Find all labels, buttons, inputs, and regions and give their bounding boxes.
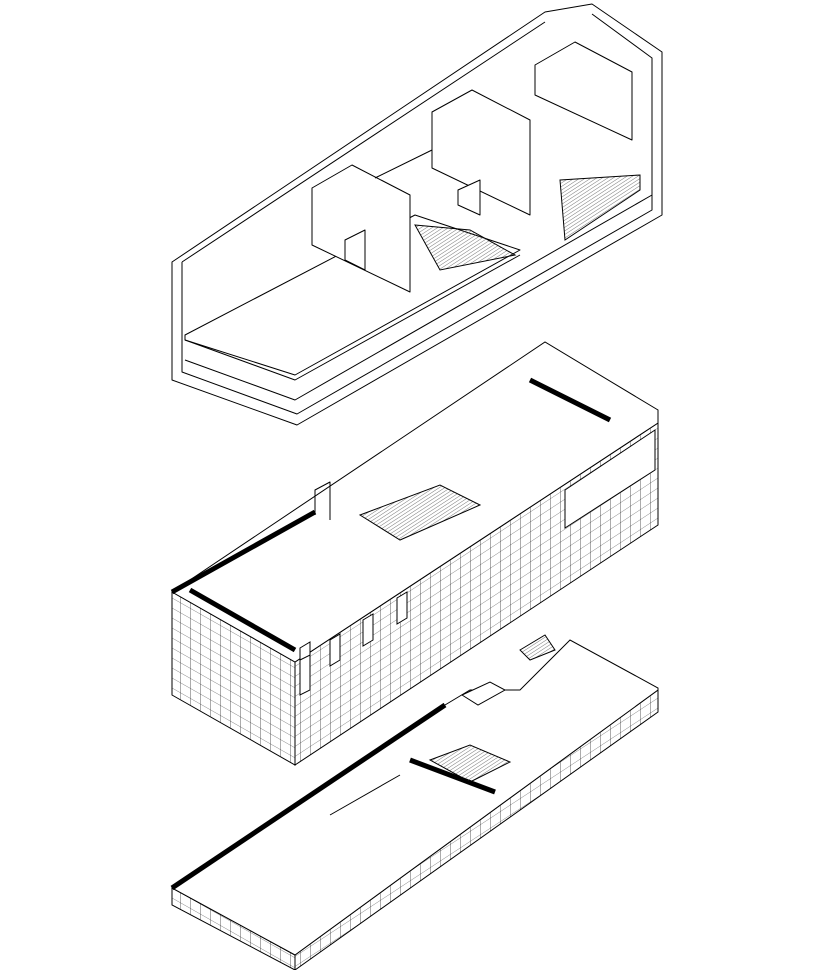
upper-floor-level — [170, 341, 659, 766]
gable-volume-2 — [431, 89, 531, 216]
garage-opening — [564, 429, 656, 529]
gable-volume-1 — [311, 164, 411, 293]
window — [329, 633, 341, 667]
window — [396, 591, 408, 625]
window — [362, 613, 374, 647]
gable-volume-3 — [534, 41, 633, 141]
ground-floor-plate — [171, 639, 659, 956]
exterior-wall — [170, 509, 317, 595]
stair-hatch — [428, 744, 512, 783]
roof-level — [171, 3, 663, 426]
exterior-wall — [170, 702, 447, 891]
stair-hatch — [414, 224, 517, 271]
stair-hatch — [358, 484, 482, 541]
window — [299, 654, 311, 696]
ground-floor-level — [170, 634, 659, 970]
